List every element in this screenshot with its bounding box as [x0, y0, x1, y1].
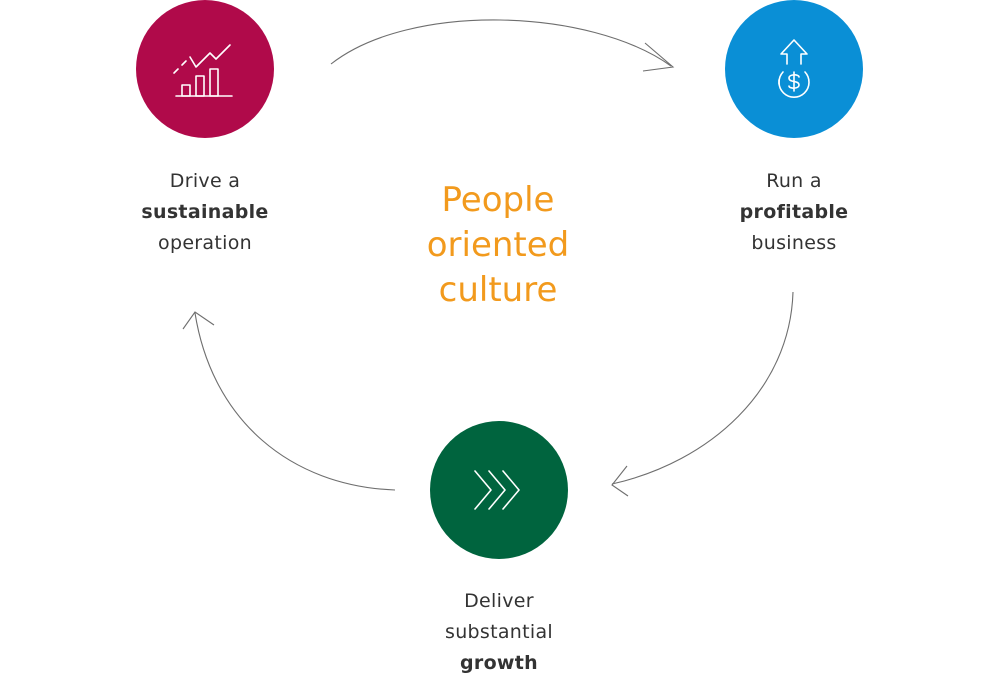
growth-label: Deliver substantial growth: [379, 586, 619, 679]
sustainable-line1: Drive a: [169, 170, 241, 192]
growth-line1: Deliver: [464, 590, 534, 612]
arrow-left: [194, 312, 396, 491]
arrow-right-head: [611, 465, 629, 497]
arrow-top: [330, 19, 672, 67]
center-line3: culture: [438, 270, 558, 310]
sustainable-line2: sustainable: [141, 201, 269, 223]
growth-circle: [430, 421, 568, 559]
arrow-left-head: [182, 311, 215, 330]
growth-line3: growth: [460, 652, 538, 674]
dollar-coin-up-arrow-icon: [778, 39, 810, 98]
profitable-circle: [725, 0, 863, 138]
profitable-line1: Run a: [766, 170, 822, 192]
sustainable-label: Drive a sustainable operation: [85, 166, 325, 259]
triple-chevron-right-icon: [474, 470, 520, 510]
center-title: People oriented culture: [398, 178, 598, 313]
bar-chart-trend-icon: [173, 44, 233, 97]
arrow-top-head: [642, 42, 675, 72]
profitable-line2: profitable: [739, 201, 849, 223]
center-line1: People: [441, 180, 555, 220]
sustainable-circle: [136, 0, 274, 138]
arrow-right: [611, 291, 794, 485]
center-line2: oriented: [426, 225, 570, 265]
profitable-line3: business: [751, 232, 837, 254]
profitable-label: Run a profitable business: [674, 166, 914, 259]
sustainable-line3: operation: [158, 232, 252, 254]
growth-line2: substantial: [445, 621, 553, 643]
